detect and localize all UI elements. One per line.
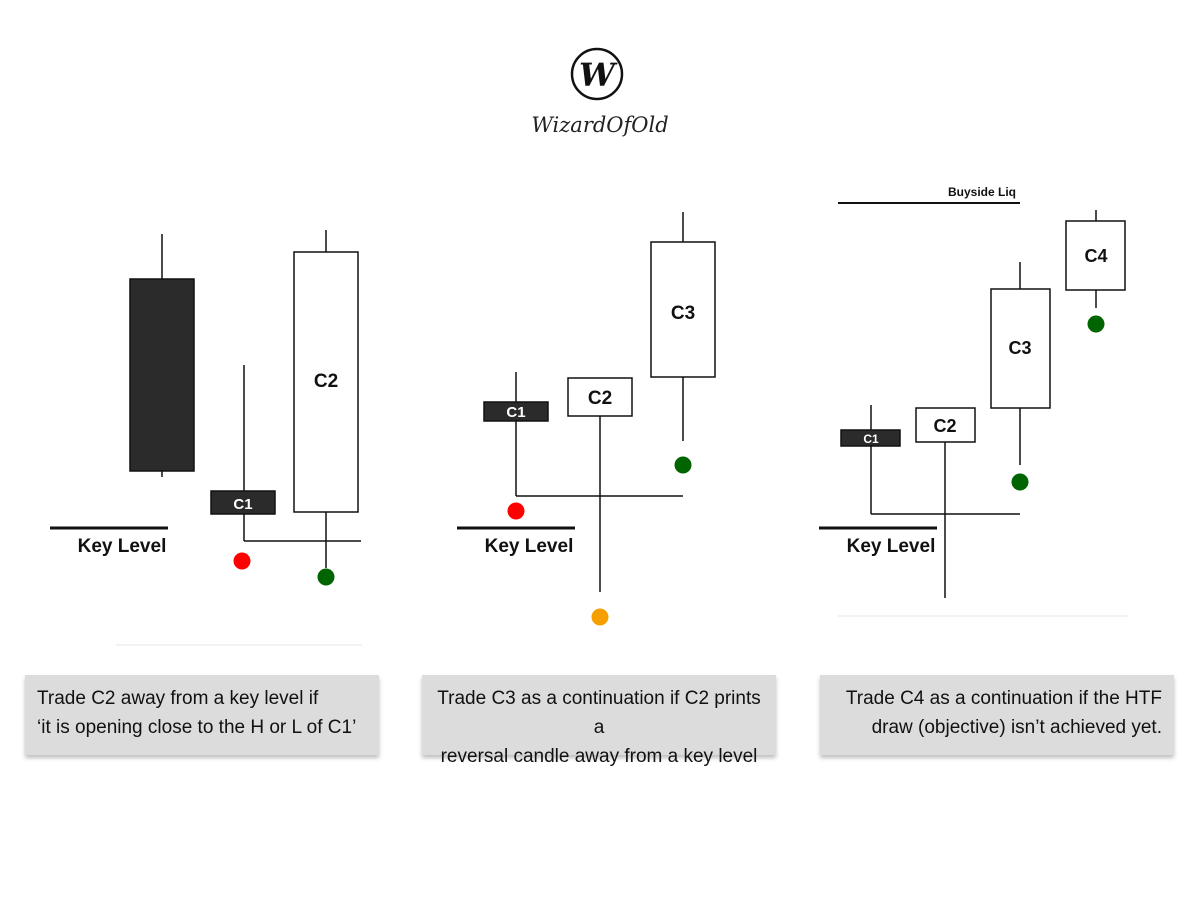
brand-logo: W WizardOfOld (531, 47, 669, 137)
caption-panel-1: Trade C2 away from a key level if ‘it is… (25, 675, 379, 755)
caption-line: draw (objective) isn’t achieved yet. (871, 717, 1162, 738)
caption-line: ‘it is opening close to the H or L of C1… (37, 717, 357, 738)
logo-circle (570, 47, 624, 101)
caption-line: Trade C4 as a continuation if the HTF (845, 688, 1162, 709)
c2-candle-body (567, 377, 633, 417)
key-level-label: Key Level (847, 536, 936, 557)
c3-label: C3 (1008, 338, 1031, 358)
c1-label: C1 (233, 496, 252, 513)
c1-label: C1 (506, 404, 525, 421)
logo-letter: W (579, 56, 618, 94)
caption-line: reversal candle away from a key level (440, 746, 758, 767)
c2-label: C2 (933, 416, 956, 436)
panel-2: C1 C2 C3 Key Level (457, 212, 716, 626)
orange-dot (591, 608, 609, 626)
caption-panel-3: Trade C4 as a continuation if the HTF dr… (820, 675, 1174, 755)
caption-line: Trade C3 as a continuation if C2 prints … (437, 688, 761, 738)
caption-line: Trade C2 away from a key level if (37, 688, 319, 709)
key-level-label: Key Level (485, 536, 574, 557)
c3-label: C3 (671, 303, 695, 324)
buyside-liquidity-label: Buyside Liq (948, 185, 1016, 199)
c3-candle-body (990, 288, 1051, 409)
red-dot (233, 552, 251, 570)
key-level-label: Key Level (78, 536, 167, 557)
c2-candle-body (915, 407, 976, 443)
c2-candle-body (293, 251, 359, 513)
panel-3: Buyside Liq C1 C2 C3 C4 Key Level (819, 185, 1128, 617)
c2-label: C2 (314, 371, 338, 392)
green-dot (317, 568, 335, 586)
green-dot (1011, 473, 1029, 491)
brand-name: WizardOfOld (531, 113, 668, 137)
red-dot (507, 502, 525, 520)
c2-label: C2 (588, 388, 612, 409)
bear-candle-body (129, 278, 195, 472)
c1-candle-body (210, 490, 276, 515)
c4-label: C4 (1084, 246, 1107, 266)
c4-candle-body (1065, 220, 1126, 291)
green-dot (1087, 315, 1105, 333)
c1-label: C1 (863, 432, 879, 446)
caption-panel-2: Trade C3 as a continuation if C2 prints … (422, 675, 776, 767)
green-dot (674, 456, 692, 474)
panel-1: C1 C2 Key Level (50, 230, 362, 646)
